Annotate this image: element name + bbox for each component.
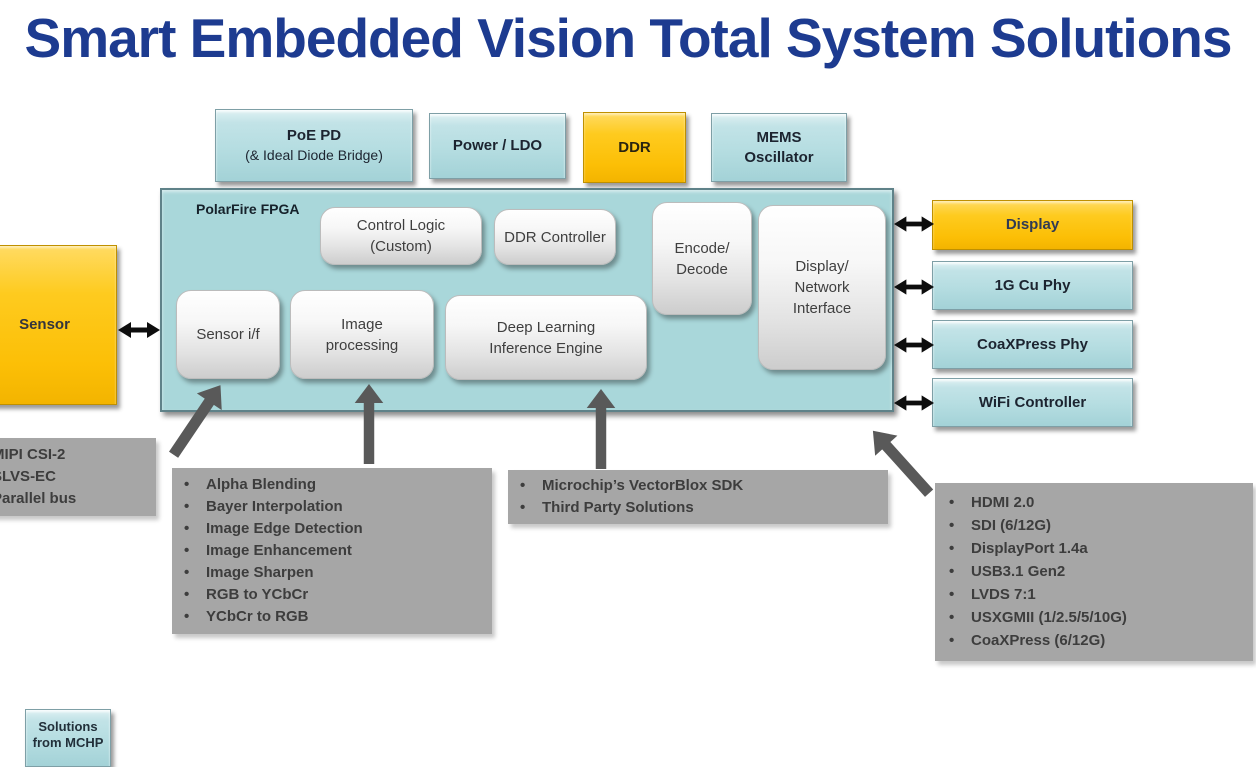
legend-line1: Solutions [38,719,98,734]
callout-image-functions-item: YCbCr to RGB [184,606,492,628]
callout-image-functions-item: RGB to YCbCr [184,584,492,606]
block-encode-decode-line2: Decode [676,260,728,278]
block-control-logic-line1: Control Logic [356,217,446,234]
box-mems-label-line2: Oscillator [744,148,814,166]
block-image-processing-line2: processing [325,336,399,354]
box-display: Display [932,200,1133,250]
up-arrow-display-interfaces [872,430,934,497]
callout-image-functions: Alpha Blending Bayer Interpolation Image… [172,468,492,634]
bidirectional-arrow-sensor [118,322,160,338]
legend-line2: from MCHP [32,735,104,750]
box-coaxpress-phy: CoaXPress Phy [932,320,1133,369]
block-control-logic-line2: (Custom) [370,238,432,255]
block-ddr-controller: DDR Controller [494,209,616,265]
box-ddr: DDR [583,112,686,183]
box-display-label: Display [1005,216,1060,233]
box-poe-pd-label: PoE PD [286,127,342,144]
box-sensor: Sensor [0,245,117,405]
box-wifi-controller: WiFi Controller [932,378,1133,427]
box-poe-pd-sublabel: (& Ideal Diode Bridge) [245,147,383,163]
block-encode-decode-line1: Encode/ [674,239,730,257]
callout-sensor-interfaces-item: Parallel bus [0,488,156,510]
box-mems-label-line1: MEMS [756,128,802,146]
box-1g-cu-phy-label: 1G Cu Phy [994,276,1071,294]
block-sensor-if: Sensor i/f [176,290,280,379]
fpga-label: PolarFire FPGA [196,201,300,217]
block-display-network-interface: Display/ Network Interface [758,205,886,370]
bidirectional-arrow-coaxpress [894,337,934,353]
block-encode-decode: Encode/ Decode [652,202,752,315]
block-image-processing-line1: Image [341,315,383,333]
box-power-ldo-label: Power / LDO [452,137,543,154]
callout-image-functions-item: Bayer Interpolation [184,496,492,518]
callout-display-interfaces-item: DisplayPort 1.4a [949,537,1253,560]
callout-image-functions-item: Image Sharpen [184,562,492,584]
box-mems-oscillator: MEMS Oscillator [711,113,847,182]
callout-image-functions-item: Alpha Blending [184,474,492,496]
box-ddr-label: DDR [618,138,651,156]
callout-display-interfaces-item: LVDS 7:1 [949,583,1253,606]
box-poe-pd: PoE PD (& Ideal Diode Bridge) [215,109,413,182]
box-wifi-controller-label: WiFi Controller [978,393,1087,411]
up-arrow-sensor-interfaces [168,385,222,458]
callout-display-interfaces-item: CoaXPress (6/12G) [949,629,1253,652]
box-sensor-label: Sensor [19,316,70,333]
block-display-network-line3: Interface [792,300,852,317]
callout-sensor-interfaces: MIPI CSI-2 SLVS-EC Parallel bus [0,438,156,516]
callout-display-interfaces-item: USB3.1 Gen2 [949,560,1253,583]
callout-image-functions-item: Image Enhancement [184,540,492,562]
bidirectional-arrow-1g-cu-phy [894,279,934,295]
up-arrow-ai-solutions [586,389,616,469]
callout-image-functions-item: Image Edge Detection [184,518,492,540]
block-display-network-line2: Network [794,279,850,296]
up-arrow-image-functions [354,384,384,464]
block-image-processing: Image processing [290,290,434,379]
callout-ai-solutions-item: Third Party Solutions [520,497,888,519]
block-deep-learning-line1: Deep Learning [496,318,596,336]
block-ddr-controller-label: DDR Controller [504,228,606,246]
callout-sensor-interfaces-item: SLVS-EC [0,466,156,488]
callout-ai-solutions-item: Microchip’s VectorBlox SDK [520,475,888,497]
callout-display-interfaces-item: HDMI 2.0 [949,491,1253,514]
callout-ai-solutions: Microchip’s VectorBlox SDK Third Party S… [508,470,888,524]
legend-solutions-from-mchp: Solutions from MCHP [25,709,111,767]
block-deep-learning-line2: Inference Engine [489,339,603,357]
block-control-logic: Control Logic (Custom) [320,207,482,265]
callout-display-interfaces-item: SDI (6/12G) [949,514,1253,537]
bidirectional-arrow-wifi [894,395,934,411]
callout-sensor-interfaces-item: MIPI CSI-2 [0,444,156,466]
bidirectional-arrow-display [894,216,934,232]
box-coaxpress-phy-label: CoaXPress Phy [977,335,1088,353]
callout-display-interfaces-item: USXGMII (1/2.5/5/10G) [949,606,1253,629]
block-deep-learning-inference-engine: Deep Learning Inference Engine [445,295,647,380]
block-display-network-line1: Display/ [795,258,849,275]
callout-display-interfaces: HDMI 2.0 SDI (6/12G) DisplayPort 1.4a US… [935,483,1253,661]
box-power-ldo: Power / LDO [429,113,566,179]
block-sensor-if-label: Sensor i/f [196,326,260,343]
box-1g-cu-phy: 1G Cu Phy [932,261,1133,310]
page-title: Smart Embedded Vision Total System Solut… [24,7,1233,69]
fpga-container: PolarFire FPGA Control Logic (Custom) DD… [160,188,894,412]
